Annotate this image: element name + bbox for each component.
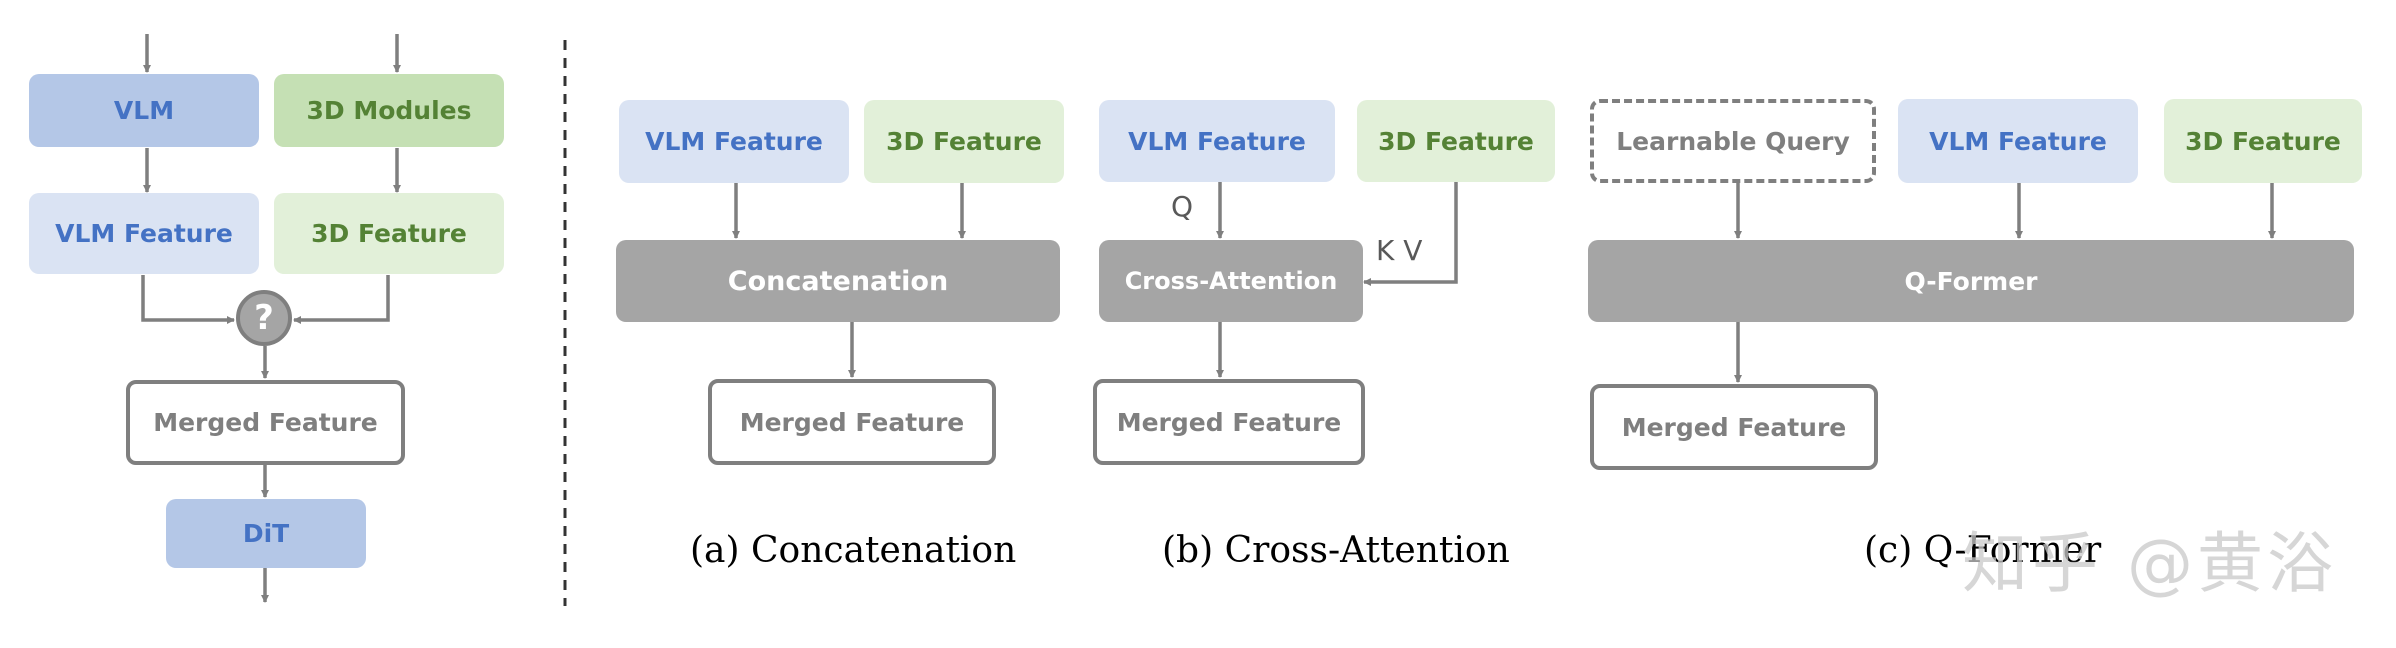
- xattn-merged-feature-box: Merged Feature: [1093, 379, 1365, 465]
- concat-3d-feature-box: 3D Feature: [864, 100, 1064, 183]
- concat-vlm-feature-box: VLM Feature: [619, 100, 849, 183]
- qformer-vlm-feature-box: VLM Feature: [1898, 99, 2138, 183]
- arrow-b-3d-to-attn: [1363, 182, 1458, 286]
- kv-label: K V: [1376, 234, 1423, 267]
- learnable-query-box: Learnable Query: [1590, 99, 1876, 183]
- vlm-feature-box: VLM Feature: [29, 193, 259, 274]
- merged-feature-box: Merged Feature: [126, 380, 405, 465]
- merge-question-icon: ?: [236, 290, 292, 346]
- arrow-vlm-feature-to-merge: [141, 275, 235, 324]
- caption-a: (a) Concatenation: [690, 530, 1017, 571]
- qformer-3d-feature-box: 3D Feature: [2164, 99, 2362, 183]
- 3d-modules-box: 3D Modules: [274, 74, 504, 147]
- q-former-box: Q-Former: [1588, 240, 2354, 322]
- arrow-3d-feature-to-merge: [293, 275, 390, 324]
- caption-b: (b) Cross-Attention: [1162, 530, 1510, 571]
- xattn-3d-feature-box: 3D Feature: [1357, 100, 1555, 182]
- vlm-box: VLM: [29, 74, 259, 147]
- concat-merged-feature-box: Merged Feature: [708, 379, 996, 465]
- q-label: Q: [1171, 190, 1194, 223]
- concatenation-box: Concatenation: [616, 240, 1060, 322]
- xattn-vlm-feature-box: VLM Feature: [1099, 100, 1335, 182]
- cross-attention-box: Cross-Attention: [1099, 240, 1363, 322]
- caption-c: (c) Q-Former: [1864, 530, 2102, 571]
- qformer-merged-feature-box: Merged Feature: [1590, 384, 1878, 470]
- 3d-feature-box: 3D Feature: [274, 193, 504, 274]
- dit-box: DiT: [166, 499, 366, 568]
- watermark-text: 知乎 @黄浴: [1962, 525, 2337, 602]
